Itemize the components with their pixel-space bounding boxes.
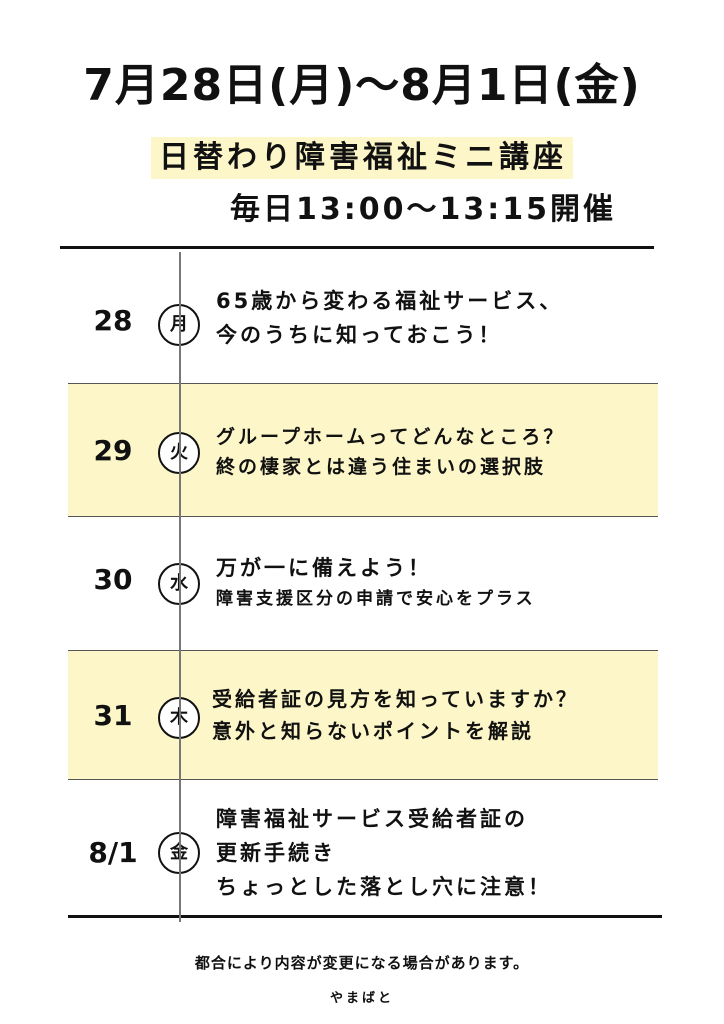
schedule-date: 30: [93, 563, 133, 596]
change-notice: 都合により内容が変更になる場合があります。: [194, 954, 530, 972]
schedule-row-31: 31 木 受給者証の見方を知っていますか？ 意外と知らないポイントを解説: [68, 651, 658, 780]
schedule-row-29: 29 火 グループホームってどんなところ？ 終の棲家とは違う住まいの選択肢: [68, 384, 658, 517]
schedule-date: 28: [93, 304, 133, 337]
topic-line: 意外と知らないポイントを解説: [212, 719, 534, 743]
topic-line: グループホームってどんなところ？: [216, 426, 566, 448]
topic-line: 今のうちに知っておこう！: [216, 323, 503, 347]
topic-line: ちょっとした落とし穴に注意！: [216, 875, 552, 899]
topic-text: グループホームってどんなところ？ 終の棲家とは違う住まいの選択肢: [216, 422, 666, 482]
topic-line: 終の棲家とは違う住まいの選択肢: [216, 456, 547, 478]
schedule-date: 8/1: [88, 836, 138, 869]
topic-line: 更新手続き: [216, 841, 336, 865]
event-title: 7月28日(月)〜8月1日(金): [83, 60, 641, 111]
organizer-name: やまばと: [329, 991, 394, 1006]
schedule-row-8-1: 8/1 金 障害福祉サービス受給者証の 更新手続き ちょっとした落とし穴に注意！: [68, 780, 658, 914]
topic-text: 障害福祉サービス受給者証の 更新手続き ちょっとした落とし穴に注意！: [216, 802, 666, 904]
topic-line: 65歳から変わる福祉サービス、: [216, 289, 564, 313]
topic-line: 万が一に備えよう！: [216, 556, 432, 580]
top-divider: [60, 246, 654, 249]
topic-line: 受給者証の見方を知っていますか？: [212, 687, 579, 711]
event-hours: 毎日13:00〜13:15開催: [230, 192, 616, 227]
topic-line: 障害福祉サービス受給者証の: [216, 807, 528, 831]
topic-text: 65歳から変わる福祉サービス、 今のうちに知っておこう！: [216, 284, 666, 352]
schedule-date: 31: [93, 699, 133, 732]
schedule-row-28: 28 月 65歳から変わる福祉サービス、 今のうちに知っておこう！: [68, 252, 658, 384]
subtitle-container: 日替わり障害福祉ミニ講座: [0, 137, 724, 179]
topic-line: 障害支援区分の申請で安心をプラス: [216, 589, 536, 609]
event-subtitle: 日替わり障害福祉ミニ講座: [151, 137, 573, 179]
schedule-date: 29: [93, 434, 133, 467]
schedule-row-30: 30 水 万が一に備えよう！ 障害支援区分の申請で安心をプラス: [68, 517, 658, 651]
topic-text: 受給者証の見方を知っていますか？ 意外と知らないポイントを解説: [212, 683, 662, 747]
topic-text: 万が一に備えよう！ 障害支援区分の申請で安心をプラス: [216, 551, 666, 613]
timeline-line: [179, 252, 181, 922]
bottom-divider: [68, 915, 662, 918]
